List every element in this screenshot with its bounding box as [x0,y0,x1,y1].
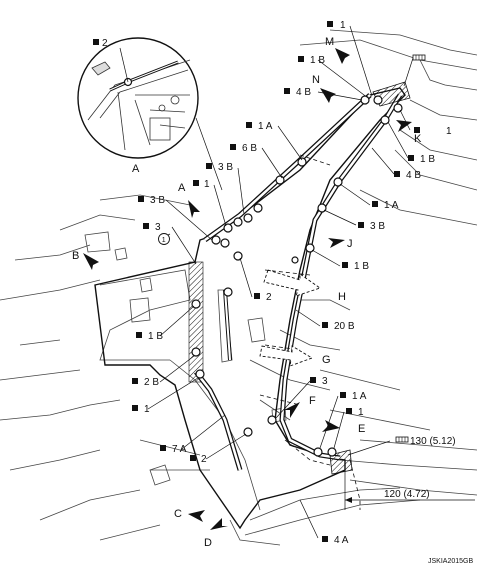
callout-4b-right: 4 B [406,170,421,181]
callout-3b-mid: 3 B [218,162,233,173]
callout-1a-upper: 1 A [258,121,273,132]
circled-number-badge [158,233,170,245]
view-label-e: E [358,423,365,435]
view-label-g: G [322,354,331,366]
body-structure [0,29,477,546]
callout-2b: 2 B [144,377,159,388]
view-arrow-icon [284,402,300,418]
view-arrow-icon [83,253,99,270]
callout-1b-left: 1 B [148,331,163,342]
torque-label: 130 (5.12) [410,436,456,447]
sealing-points [191,95,403,457]
square-bullet-icon [136,332,142,338]
square-bullet-icon [138,196,144,202]
view-label-h: H [338,291,346,303]
view-label-m: M [325,36,334,48]
square-bullet-icon [93,39,99,45]
view-label-n: N [312,74,320,86]
callouts: 1 1 B 4 B 1 A 6 B 3 B 1 3 B 3 1 1 B 4 B … [132,20,456,546]
square-bullet-icon [322,536,328,542]
callout-2-inset: 2 [102,38,108,49]
figure-code: JSKIA2015GB [428,558,473,565]
square-bullet-icon [298,56,304,62]
square-bullet-icon [372,201,378,207]
view-arrow-icon [320,88,336,103]
square-bullet-icon [394,171,400,177]
square-bullet-icon [254,293,260,299]
square-bullet-icon [190,455,196,461]
callout-3-left: 3 [155,222,161,233]
square-bullet-icon [358,222,364,228]
view-label-k: K [414,133,422,145]
callout-1-mid: 1 [204,179,210,190]
view-arrow-icon [210,518,228,530]
dimension-label: 120 (4.72) [384,489,430,500]
square-bullet-icon [310,377,316,383]
callout-1a-low: 1 A [352,391,367,402]
view-label-b: B [72,250,79,262]
callout-4b-top: 4 B [296,87,311,98]
view-arrow-icon [396,120,412,132]
inset-detail-a [77,37,199,159]
callout-7a: 7 A [172,444,187,455]
square-bullet-icon [132,405,138,411]
callout-2-center: 2 [266,292,272,303]
square-bullet-icon [408,155,414,161]
square-bullet-icon [284,88,290,94]
callout-1b-top: 1 B [310,55,325,66]
view-label-j: J [347,238,353,250]
callout-3-low: 3 [322,376,328,387]
hatched-sealer-area [188,261,204,383]
callout-1-right: 1 [446,126,452,137]
torque-bead-bottom [329,449,353,475]
view-arrow-g [259,345,314,367]
callout-1a-right: 1 A [384,200,399,211]
view-arrow-icon [188,510,205,522]
view-label-c: C [174,508,182,520]
callout-4a: 4 A [334,535,349,546]
square-bullet-icon [193,180,199,186]
square-bullet-icon [160,445,166,451]
square-bullet-icon [143,223,149,229]
view-arrow-icon [335,48,350,64]
callout-1b-right: 1 B [420,154,435,165]
square-bullet-icon [414,127,420,133]
square-bullet-icon [246,122,252,128]
leader-lines [147,25,411,539]
square-bullet-icon [230,144,236,150]
callout-1b-j: 1 B [354,261,369,272]
view-arrow-icon [328,238,345,248]
sealer-beads [194,93,403,471]
callout-3b-right: 3 B [370,221,385,232]
square-bullet-icon [327,21,333,27]
callout-3b-left: 3 B [150,195,165,206]
square-bullet-icon [322,322,328,328]
sealer-bead-icon [412,54,426,61]
circled-number-1: 1 [162,237,166,244]
square-bullet-icon [340,392,346,398]
view-arrow-icon [322,420,340,432]
view-label-d: D [204,537,212,549]
view-label-a-inset: A [132,163,140,175]
square-bullet-icon [206,163,212,169]
callout-1-low: 1 [144,404,150,415]
torque-bead-icon [395,436,409,443]
callout-2-low: 2 [201,454,207,465]
view-arrow-icon [188,200,200,218]
callout-1-lowright: 1 [358,407,364,418]
square-bullet-icon [132,378,138,384]
view-arrows [83,48,412,530]
callout-20b: 20 B [334,321,355,332]
view-letters: M N K A B J H G F E C D 1 [72,36,422,549]
square-bullet-icon [346,408,352,414]
view-label-a: A [178,182,186,194]
view-arrow-h [263,269,321,297]
square-bullet-icon [342,262,348,268]
callout-1-top: 1 [340,20,346,31]
callout-6b: 6 B [242,143,257,154]
view-label-f: F [309,395,316,407]
